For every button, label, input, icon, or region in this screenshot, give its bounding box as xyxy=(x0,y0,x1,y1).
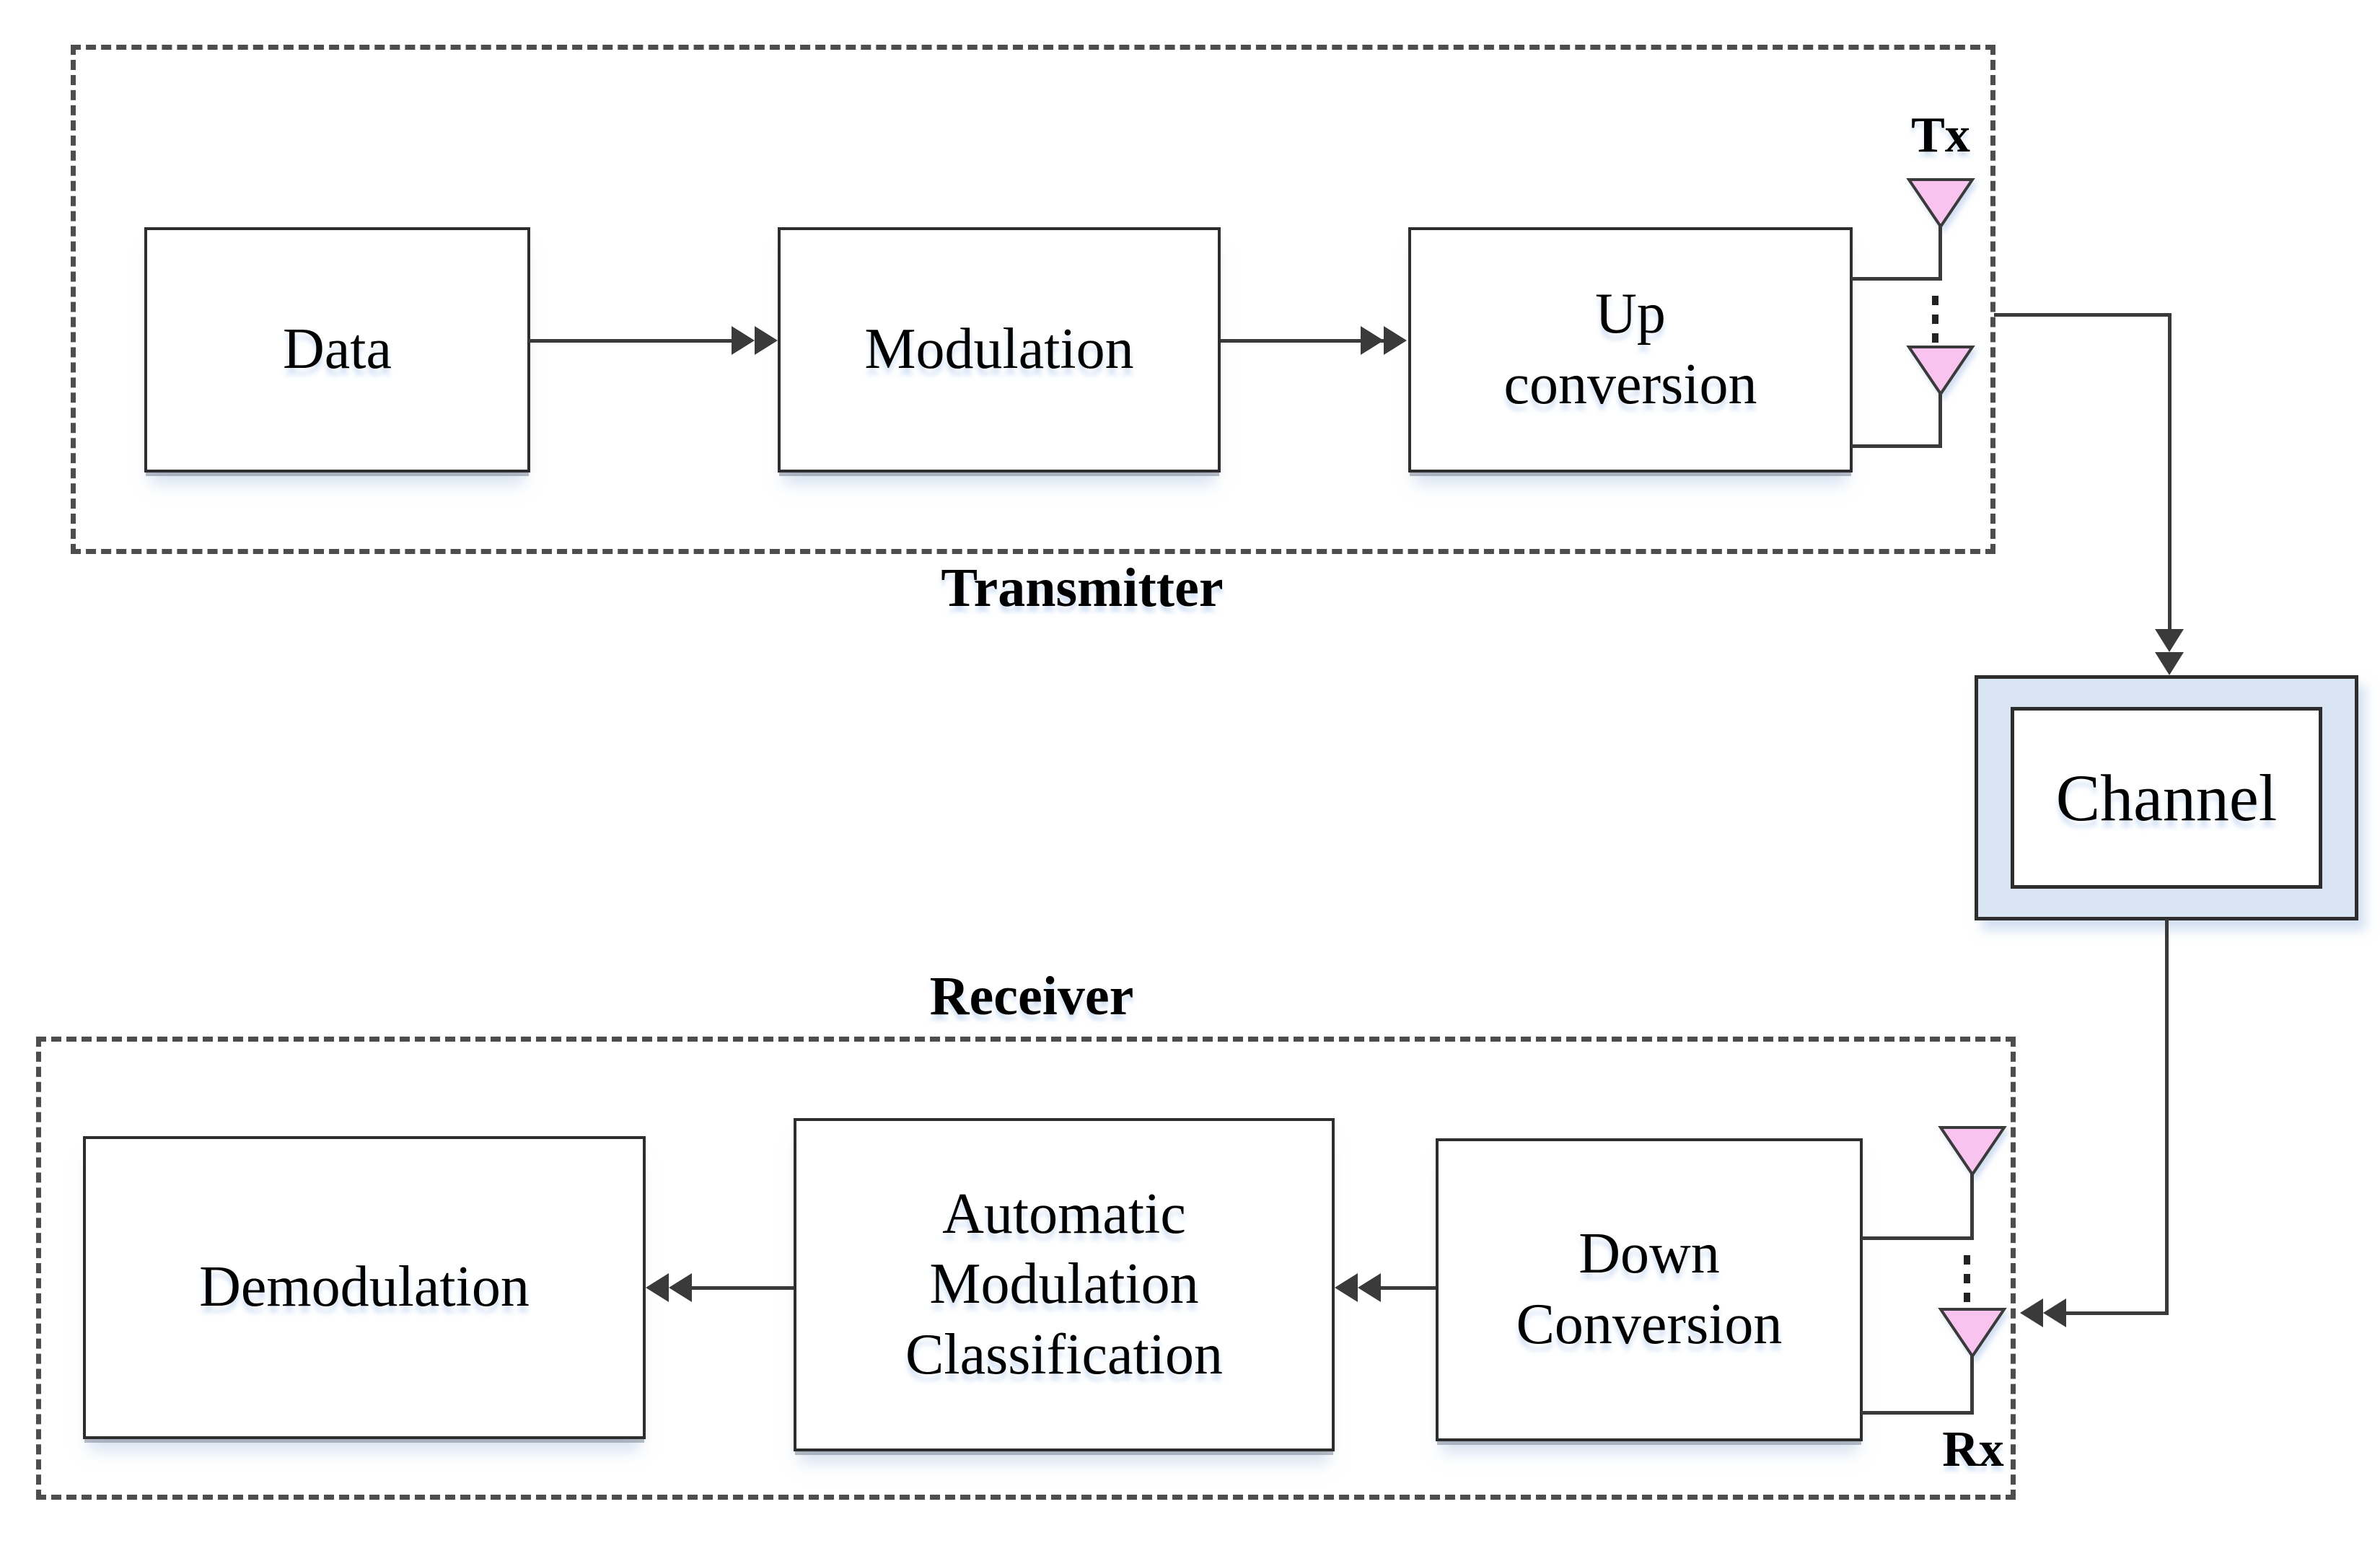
rx-antenna-2-mast xyxy=(1970,1355,1974,1414)
automatic-modulation-classification-box: Automatic Modulation Classification xyxy=(794,1118,1335,1451)
channel-inner-box: Channel xyxy=(2011,707,2322,889)
tx-antenna-1-mast xyxy=(1938,224,1942,280)
dot xyxy=(1932,315,1938,324)
tx-antenna-2-icon xyxy=(1906,346,1975,397)
rx-antenna-1-mast xyxy=(1970,1173,1974,1239)
rx-antenna-ellipsis-icon xyxy=(1964,1255,1970,1302)
rx-antenna-2-feedline xyxy=(1861,1411,1974,1415)
data-to-modulation-arrowhead-2 xyxy=(755,326,778,355)
rx-antenna-1-feedline xyxy=(1861,1236,1974,1240)
transmitter-to-channel-line-vertical xyxy=(2168,313,2172,632)
transmitter-to-channel-line-horizontal xyxy=(1994,313,2172,317)
receiver-boundary xyxy=(36,1037,2016,1500)
up-conversion-box: Up conversion xyxy=(1408,227,1853,472)
antenna-triangle xyxy=(1938,1126,2007,1177)
tx-antenna-2-feedline xyxy=(1851,444,1942,448)
modulation-to-upconversion-arrowhead-1 xyxy=(1361,326,1384,355)
dot xyxy=(1964,1274,1970,1283)
channel-input-arrowhead-2 xyxy=(2155,652,2184,675)
tx-antenna-1-feedline xyxy=(1851,277,1942,281)
down-conversion-label-line2: Conversion xyxy=(1516,1293,1783,1356)
modulation-box-label: Modulation xyxy=(864,317,1134,382)
dot xyxy=(1964,1255,1970,1265)
channel-input-arrowhead-1 xyxy=(2155,629,2184,652)
receiver-input-arrowhead-2 xyxy=(2043,1298,2066,1327)
transmitter-boundary xyxy=(71,45,1995,554)
tx-antenna-ellipsis-icon xyxy=(1932,296,1938,343)
down-conversion-label-line1: Down xyxy=(1578,1222,1720,1286)
tx-antenna-2-mast xyxy=(1938,392,1942,447)
modulation-to-upconversion-arrowhead-2 xyxy=(1384,326,1407,355)
amc-to-demodulation-arrowhead-2 xyxy=(669,1273,692,1302)
data-box-label: Data xyxy=(282,317,392,382)
antenna-triangle xyxy=(1906,346,1975,397)
amc-label-line1: Automatic xyxy=(942,1182,1186,1246)
amc-to-demodulation-line xyxy=(689,1286,794,1290)
amc-label-line2: Modulation xyxy=(929,1252,1199,1316)
demodulation-box-label: Demodulation xyxy=(199,1255,530,1319)
data-box: Data xyxy=(144,227,530,472)
dot xyxy=(1932,296,1938,305)
channel-to-receiver-line-horizontal xyxy=(2063,1311,2169,1315)
up-conversion-label-line1: Up xyxy=(1595,282,1666,346)
antenna-triangle xyxy=(1938,1308,2007,1359)
downconversion-to-amc-arrowhead-2 xyxy=(1358,1273,1381,1302)
amc-to-demodulation-arrowhead-1 xyxy=(646,1273,669,1302)
channel-to-receiver-line-vertical xyxy=(2165,919,2169,1314)
receiver-label: Receiver xyxy=(929,966,1134,1027)
data-to-modulation-arrowhead-1 xyxy=(732,326,755,355)
rx-antenna-2-icon xyxy=(1938,1308,2007,1359)
dot xyxy=(1964,1293,1970,1302)
data-to-modulation-line xyxy=(528,339,737,343)
transmitter-label: Transmitter xyxy=(941,558,1224,618)
amc-label-line3: Classification xyxy=(905,1322,1223,1386)
antenna-triangle xyxy=(1906,178,1975,229)
dot xyxy=(1932,333,1938,343)
modulation-box: Modulation xyxy=(778,227,1221,472)
channel-label: Channel xyxy=(2055,761,2278,835)
downconversion-to-amc-arrowhead-1 xyxy=(1335,1273,1358,1302)
up-conversion-label-line2: conversion xyxy=(1503,353,1757,416)
rx-antenna-1-icon xyxy=(1938,1126,2007,1177)
tx-antenna-label: Tx xyxy=(1911,107,1970,163)
down-conversion-box: Down Conversion xyxy=(1436,1138,1863,1441)
demodulation-box: Demodulation xyxy=(83,1136,646,1439)
modulation-to-upconversion-line xyxy=(1221,339,1384,343)
rx-antenna-label: Rx xyxy=(1942,1422,2004,1477)
tx-antenna-1-icon xyxy=(1906,178,1975,229)
downconversion-to-amc-line xyxy=(1378,1286,1436,1290)
receiver-input-arrowhead-1 xyxy=(2020,1298,2043,1327)
